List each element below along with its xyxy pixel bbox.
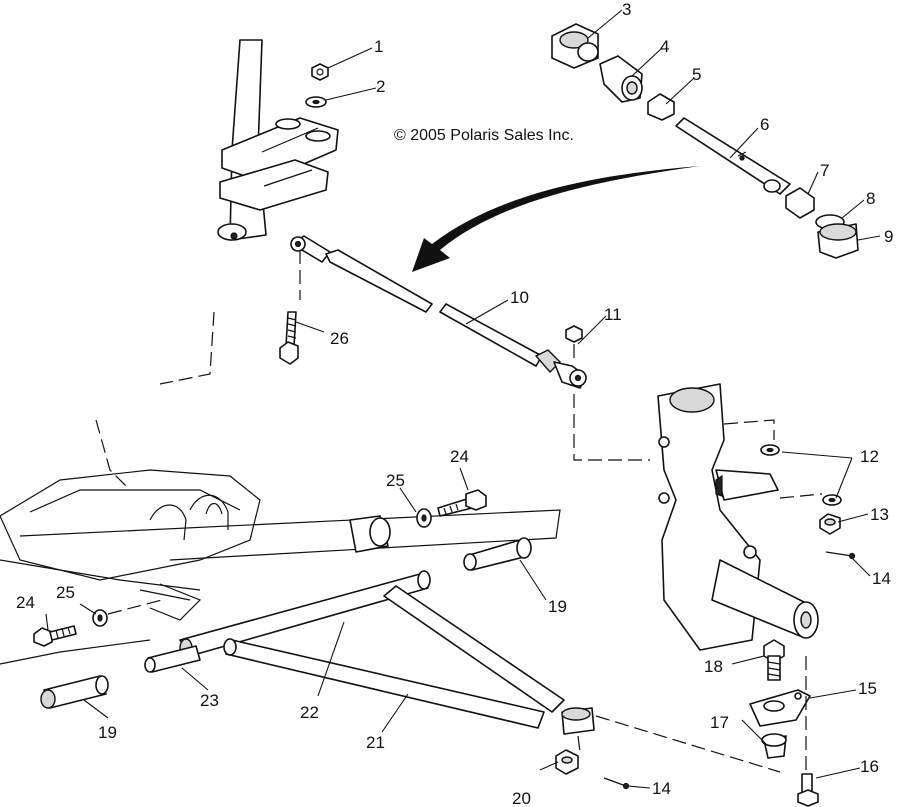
bolt-part-16 xyxy=(797,656,819,807)
cotter-pin-part-14-upper xyxy=(825,551,856,560)
callout-8: 8 xyxy=(866,189,875,208)
callout-25-upper: 25 xyxy=(386,471,405,490)
callout-10: 10 xyxy=(510,288,529,307)
callout-13: 13 xyxy=(870,505,889,524)
bolt-part-24-upper xyxy=(437,489,487,517)
callout-6: 6 xyxy=(760,115,769,134)
nut-part-13 xyxy=(819,513,841,535)
callout-22: 22 xyxy=(300,703,319,722)
cotter-pin-part-14-lower xyxy=(603,777,630,790)
bushing-part-23 xyxy=(144,645,201,673)
callout-15: 15 xyxy=(858,679,877,698)
callout-19-lower: 19 xyxy=(98,723,117,742)
bolt-part-18 xyxy=(763,639,785,681)
frame-outline xyxy=(0,311,561,665)
callout-18: 18 xyxy=(704,657,723,676)
callout-21: 21 xyxy=(366,733,385,752)
spindle xyxy=(657,383,819,651)
bolt-part-26 xyxy=(279,311,299,365)
callout-1: 1 xyxy=(374,37,383,56)
callout-2: 2 xyxy=(376,77,385,96)
copyright-text: © 2005 Polaris Sales Inc. xyxy=(394,127,574,144)
callout-20: 20 xyxy=(512,789,531,807)
bushing-part-9 xyxy=(817,223,859,259)
nut-part-1 xyxy=(311,63,329,81)
a-arm-mount xyxy=(349,515,391,553)
callout-19-upper: 19 xyxy=(548,597,567,616)
washer-part-12-lower xyxy=(822,494,842,506)
callout-5: 5 xyxy=(692,65,701,84)
tie-rod-end-upper xyxy=(290,235,331,263)
washer-part-12-upper xyxy=(760,444,780,456)
bracket-part-15 xyxy=(749,689,811,727)
nut-part-5 xyxy=(647,93,675,121)
callout-26: 26 xyxy=(330,329,349,348)
pivot-tube-part-19-upper xyxy=(463,537,532,571)
callout-12: 12 xyxy=(860,447,879,466)
bushing-part-17 xyxy=(761,733,787,759)
pivot-tube-part-19-lower xyxy=(40,675,109,709)
bushing-part-3 xyxy=(551,23,599,69)
callout-11: 11 xyxy=(604,305,622,324)
ball-joint-part-4 xyxy=(599,55,643,103)
callout-14-upper: 14 xyxy=(872,569,891,588)
callout-7: 7 xyxy=(820,161,829,180)
arrow-icon xyxy=(412,166,700,272)
callout-17: 17 xyxy=(710,713,729,732)
nut-part-11 xyxy=(565,325,583,358)
leader-lines xyxy=(45,9,881,789)
callout-9: 9 xyxy=(884,227,893,246)
callout-16: 16 xyxy=(860,757,879,776)
steering-post xyxy=(217,39,339,241)
callout-14-lower: 14 xyxy=(652,779,671,798)
sleeve-part-6 xyxy=(675,117,791,195)
a-arm-assembly xyxy=(179,570,595,735)
tie-rod-part-10 xyxy=(325,249,587,389)
bolt-part-24-lower xyxy=(33,625,77,647)
callout-24-upper: 24 xyxy=(450,447,469,466)
washer-part-2 xyxy=(305,96,327,108)
washer-part-25-lower xyxy=(92,609,108,627)
callout-25-lower: 25 xyxy=(56,583,75,602)
callout-3: 3 xyxy=(622,0,631,19)
nut-part-7 xyxy=(785,187,815,219)
callout-4: 4 xyxy=(660,37,669,56)
callout-24-lower: 24 xyxy=(16,593,35,612)
callout-23: 23 xyxy=(200,691,219,710)
nut-part-20 xyxy=(555,749,579,775)
washer-part-25-upper xyxy=(416,508,432,528)
